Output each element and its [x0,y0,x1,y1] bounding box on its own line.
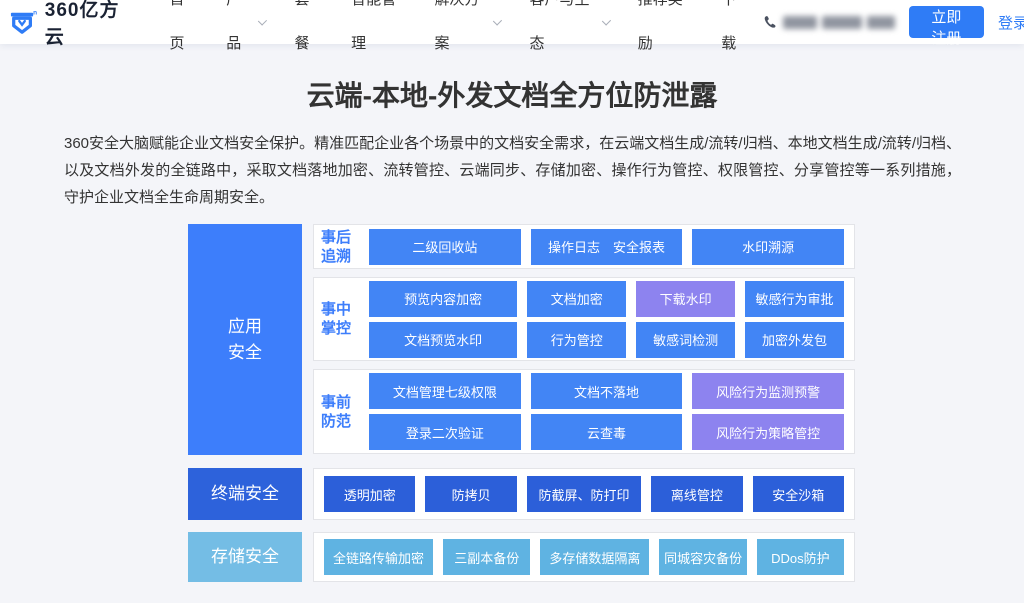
feature-box[interactable]: 透明加密 [324,476,416,512]
feature-box[interactable]: 风险行为监测预警 [692,373,845,409]
chevron-down-icon [601,15,611,26]
feature-box[interactable]: 风险行为策略管控 [692,414,845,450]
logo-shield-icon: n [10,10,37,34]
section-after-tracing: 事后 追溯 二级回收站 操作日志 安全报表 水印溯源 [313,224,855,269]
section-label: 事后 追溯 [321,228,352,265]
application-security-sections: 事后 追溯 二级回收站 操作日志 安全报表 水印溯源 事中 掌控 [313,224,855,455]
login-link[interactable]: 登录 [997,14,1024,32]
section-storage-security: 全链路传输加密 三副本备份 多存储数据隔离 同城容灾备份 DDos防护 [313,532,855,582]
chevron-down-icon [258,15,268,26]
group-application-security: 应用 安全 事后 追溯 二级回收站 操作日志 安全报表 水印溯源 [188,224,855,455]
phone-icon [764,16,776,28]
feature-box[interactable]: 登录二次验证 [369,414,521,450]
feature-box[interactable]: 离线管控 [651,476,743,512]
blurred-phone-number [782,15,895,29]
feature-box[interactable]: 敏感行为审批 [745,280,844,317]
feature-box[interactable]: 水印溯源 [692,228,845,265]
feature-box[interactable]: 云查毒 [530,414,683,450]
feature-box[interactable]: 文档管理七级权限 [369,373,521,409]
group-terminal-security: 终端安全 透明加密 防拷贝 防截屏、防打印 离线管控 安全沙箱 [188,468,855,520]
group-label-application-security: 应用 安全 [188,224,302,455]
feature-box[interactable]: 文档预览水印 [369,321,518,358]
header-right: 立即注册 登录 [763,6,1024,47]
group-storage-security: 存储安全 全链路传输加密 三副本备份 多存储数据隔离 同城容灾备份 DDos防护 [188,532,855,582]
section-in-process-control: 事中 掌控 预览内容加密 文档加密 下载水印 敏感行为审批 文档预览水印 行为管… [313,277,855,361]
top-navbar: n 360亿方云 首页 产品 套餐 智能管理 解决方案 客户与生态 推荐奖励 下… [0,0,1024,52]
section-label: 事中 掌控 [321,301,352,337]
feature-box[interactable]: 加密外发包 [745,321,844,358]
feature-box[interactable]: 全链路传输加密 [324,539,434,575]
feature-box[interactable]: 操作日志 安全报表 [530,228,683,265]
feature-box[interactable]: 防拷贝 [425,476,517,512]
nav-item-solutions[interactable]: 解决方案 [420,0,515,52]
section-advance-prevention: 事前 防范 文档管理七级权限 文档不落地 风险行为监测预警 登录二次验证 云查毒… [313,369,855,454]
feature-box[interactable]: 文档不落地 [530,373,683,409]
feature-box[interactable]: 安全沙箱 [752,476,844,512]
nav-item-products[interactable]: 产品 [211,0,279,52]
nav-item-referral-rewards[interactable]: 推荐奖励 [637,0,683,52]
feature-box[interactable]: 预览内容加密 [369,280,518,317]
nav-item-smart-management[interactable]: 智能管理 [351,0,396,52]
chevron-down-icon [493,15,503,26]
feature-box[interactable]: 三副本备份 [443,539,531,575]
group-label-storage-security: 存储安全 [188,532,302,582]
feature-box[interactable]: 防截屏、防打印 [526,476,642,512]
page-description: 360安全大脑赋能企业文档安全保护。精准匹配企业各个场景中的文档安全需求，在云端… [64,135,961,206]
register-button[interactable]: 立即注册 [908,6,984,47]
security-feature-diagram: 应用 安全 事后 追溯 二级回收站 操作日志 安全报表 水印溯源 [188,224,855,582]
section-terminal-security: 透明加密 防拷贝 防截屏、防打印 离线管控 安全沙箱 [313,468,855,520]
section-label: 事前 防范 [321,393,352,430]
nav-item-customers-ecosystem[interactable]: 客户与生态 [515,0,623,52]
svg-text:n: n [33,10,37,17]
feature-box[interactable]: 二级回收站 [369,228,521,265]
feature-box[interactable]: 文档加密 [527,280,627,317]
nav-item-plans[interactable]: 套餐 [294,0,310,52]
group-label-terminal-security: 终端安全 [188,468,302,520]
feature-box[interactable]: 敏感词检测 [636,321,736,358]
page-title: 云端-本地-外发文档全方位防泄露 [306,80,718,111]
feature-box[interactable]: DDos防护 [756,539,844,575]
main-nav: 首页 产品 套餐 智能管理 解决方案 客户与生态 推荐奖励 下载 [154,0,762,52]
feature-box[interactable]: 行为管控 [527,321,627,358]
contact-phone [763,15,895,29]
logo[interactable]: n 360亿方云 [10,0,132,49]
feature-box[interactable]: 下载水印 [636,280,736,317]
nav-item-home[interactable]: 首页 [169,0,185,52]
feature-box[interactable]: 多存储数据隔离 [540,539,650,575]
feature-box[interactable]: 同城容灾备份 [659,539,747,575]
logo-text: 360亿方云 [44,0,120,48]
nav-item-download[interactable]: 下载 [721,0,737,52]
